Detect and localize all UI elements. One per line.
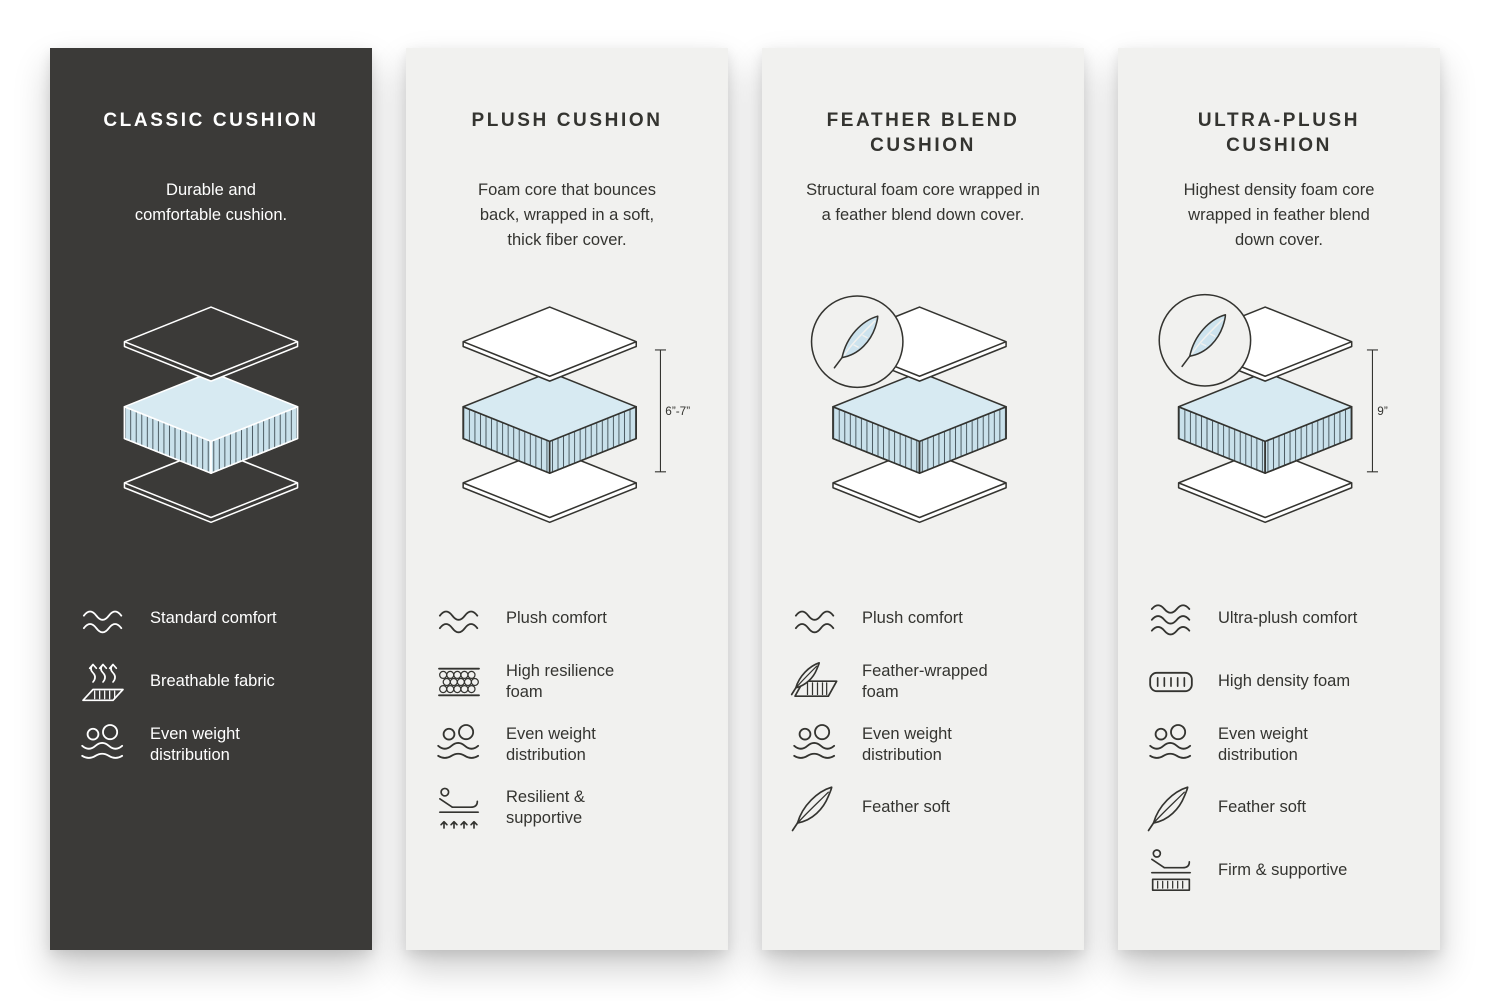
even-weight-icon — [1144, 720, 1198, 770]
comfort-waves-icon — [432, 594, 486, 644]
even-weight-icon — [788, 720, 842, 770]
feature-row: Plush comfort — [788, 594, 1058, 644]
panel-title: FEATHER BLEND CUSHION — [826, 110, 1020, 157]
feature-label: Feather soft — [862, 798, 951, 817]
feather-icon — [1144, 783, 1198, 833]
recliner-arrows-icon — [432, 783, 486, 833]
firm-support-icon — [1144, 846, 1198, 896]
feature-list: Plush comfort Feather-wrapped foam Even … — [788, 594, 1058, 833]
panel-title: CLASSIC CUSHION — [103, 110, 319, 131]
feature-row: Even weight distribution — [432, 720, 702, 770]
panel-title: PLUSH CUSHION — [471, 110, 663, 131]
panel-feather-blend-cushion: FEATHER BLEND CUSHION Structural foam co… — [762, 48, 1084, 950]
dimension-marker: 9” — [1366, 349, 1388, 473]
feature-row: Firm & supportive — [1144, 846, 1414, 896]
feature-row: Resilient & supportive — [432, 783, 702, 833]
feature-label: High density foam — [1218, 672, 1351, 691]
resilience-foam-icon — [432, 657, 486, 707]
feature-row: Standard comfort — [76, 594, 346, 644]
feature-label: Breathable fabric — [150, 672, 275, 691]
feature-list: Plush comfort High resilience foam Even … — [432, 594, 702, 833]
feature-label: Standard comfort — [150, 609, 277, 628]
feather-icon — [788, 783, 842, 833]
density-foam-icon — [1144, 657, 1198, 707]
layered-cushion-illustration: 9” — [1158, 293, 1388, 524]
feature-label: Even weight distribution — [506, 724, 596, 764]
feature-label: Even weight distribution — [862, 724, 952, 764]
feather-badge — [1158, 293, 1252, 387]
feature-row: Breathable fabric — [76, 657, 346, 707]
panel-description: Foam core that bounces back, wrapped in … — [478, 181, 656, 249]
feature-label: Even weight distribution — [1218, 724, 1308, 764]
feature-label: Firm & supportive — [1218, 861, 1348, 880]
panel-description: Highest density foam core wrapped in fea… — [1183, 181, 1375, 249]
feature-row: High resilience foam — [432, 657, 702, 707]
feather-badge — [810, 295, 904, 389]
feature-row: Even weight distribution — [76, 720, 346, 770]
feature-label: Feather-wrapped foam — [862, 661, 988, 701]
feature-label: Ultra-plush comfort — [1218, 609, 1358, 628]
comfort-waves-icon — [76, 594, 130, 644]
dimension-label: 9” — [1377, 405, 1388, 418]
feature-list: Ultra-plush comfort High density foam Ev… — [1144, 594, 1414, 896]
feature-row: Ultra-plush comfort — [1144, 594, 1414, 644]
panel-description: Structural foam core wrapped in a feathe… — [806, 181, 1040, 224]
cushion-diagram — [76, 264, 346, 564]
layered-cushion-illustration: 6”-7” — [462, 306, 690, 524]
layered-cushion-illustration — [123, 306, 299, 524]
dimension-marker: 6”-7” — [654, 349, 690, 473]
feature-label: High resilience foam — [506, 661, 615, 701]
feature-row: Feather-wrapped foam — [788, 657, 1058, 707]
feature-label: Plush comfort — [862, 609, 963, 628]
feature-row: Even weight distribution — [1144, 720, 1414, 770]
panel-plush-cushion: PLUSH CUSHION Foam core that bounces bac… — [406, 48, 728, 950]
feature-row: High density foam — [1144, 657, 1414, 707]
feature-list: Standard comfort Breathable fabric Even … — [76, 594, 346, 770]
panel-description: Durable and comfortable cushion. — [134, 181, 288, 224]
feature-row: Feather soft — [788, 783, 1058, 833]
panel-ultra-plush-cushion: ULTRA-PLUSH CUSHION Highest density foam… — [1118, 48, 1440, 950]
dimension-label: 6”-7” — [665, 405, 690, 418]
feature-label: Plush comfort — [506, 609, 607, 628]
feature-label: Even weight distribution — [150, 724, 240, 764]
cushion-diagram: 9” — [1144, 264, 1414, 564]
feature-label: Feather soft — [1218, 798, 1307, 817]
feature-row: Plush comfort — [432, 594, 702, 644]
feature-label: Resilient & supportive — [506, 787, 585, 827]
layered-cushion-illustration — [810, 295, 1007, 524]
cushion-diagram — [788, 264, 1058, 564]
cushion-diagram: 6”-7” — [432, 264, 702, 564]
even-weight-icon — [76, 720, 130, 770]
even-weight-icon — [432, 720, 486, 770]
panel-title: ULTRA-PLUSH CUSHION — [1197, 110, 1361, 157]
feature-row: Even weight distribution — [788, 720, 1058, 770]
breathable-fabric-icon — [76, 657, 130, 707]
feather-foam-icon — [788, 657, 842, 707]
feature-row: Feather soft — [1144, 783, 1414, 833]
ultra-waves-icon — [1144, 594, 1198, 644]
panel-classic-cushion: CLASSIC CUSHION Durable and comfortable … — [50, 48, 372, 950]
comfort-waves-icon — [788, 594, 842, 644]
comparison-board: CLASSIC CUSHION Durable and comfortable … — [50, 48, 1440, 950]
